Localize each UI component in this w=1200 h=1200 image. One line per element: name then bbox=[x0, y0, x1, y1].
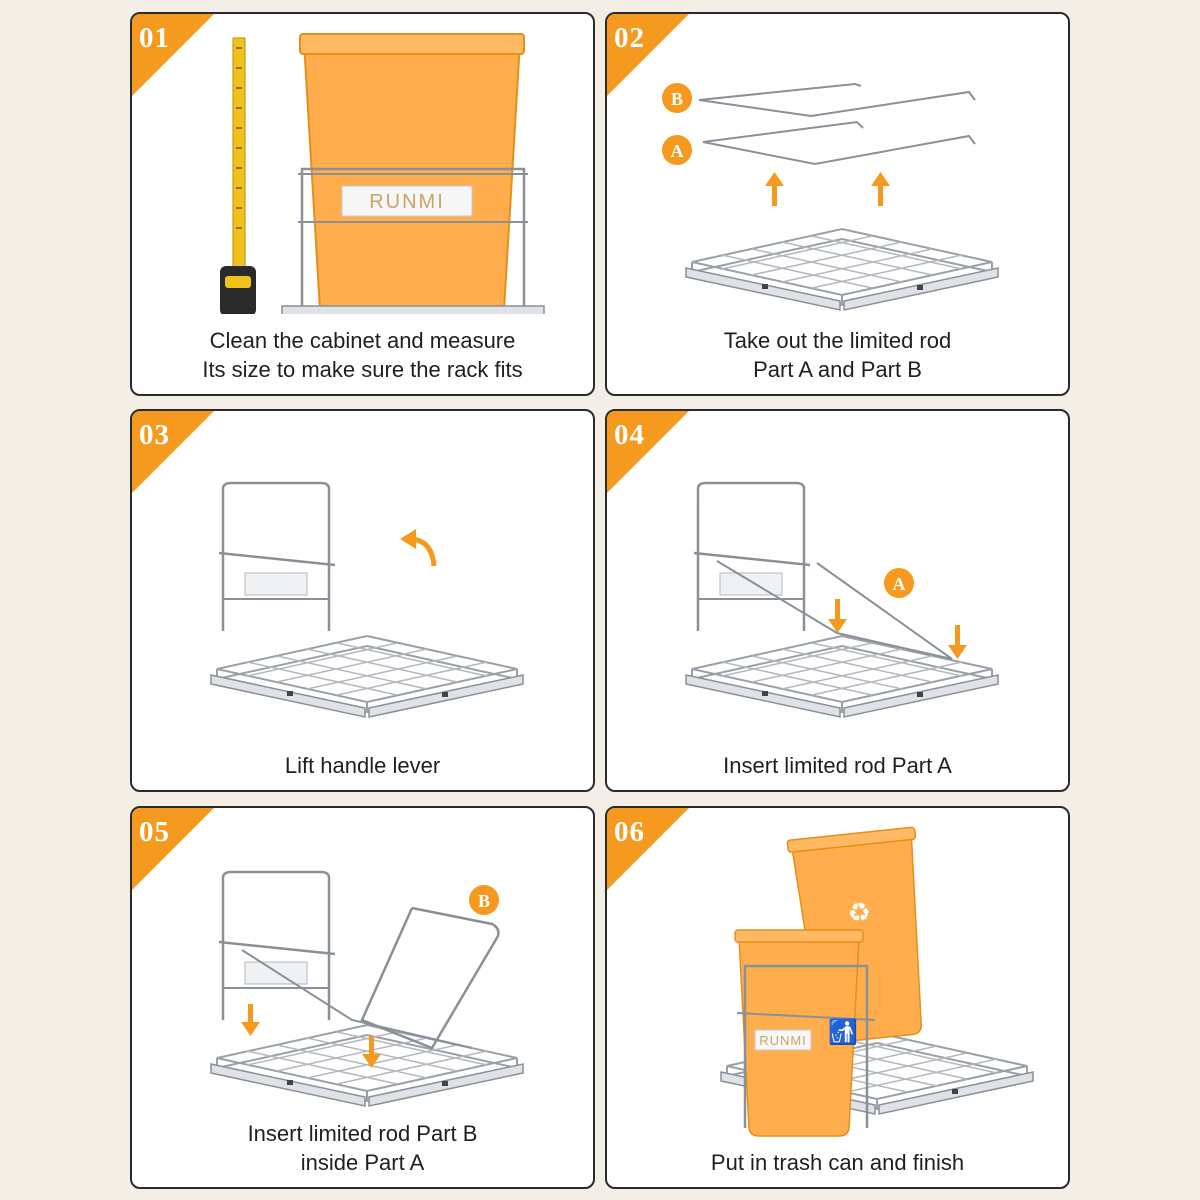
step-caption: Lift handle lever bbox=[132, 751, 593, 780]
rack-with-bin-illustration: RUNMI bbox=[282, 32, 544, 314]
svg-text:B: B bbox=[671, 89, 683, 109]
step-05-panel: 05 B Insert limited rod Part B inside Pa… bbox=[130, 806, 595, 1189]
svg-text:A: A bbox=[671, 141, 684, 161]
caption-line: Put in trash can and finish bbox=[607, 1148, 1068, 1177]
step-04-panel: 04 A Insert limited rod Part A bbox=[605, 409, 1070, 792]
finished-rack-illustration: ♻ RUNMI 🚮 bbox=[607, 808, 1068, 1138]
recycle-icon: ♻ bbox=[846, 896, 872, 928]
arrow-up-icon bbox=[765, 172, 890, 206]
caption-line: Lift handle lever bbox=[132, 751, 593, 780]
insert-rod-a-illustration: A bbox=[607, 411, 1068, 741]
step-caption: Insert limited rod Part B inside Part A bbox=[132, 1119, 593, 1177]
caption-line: Take out the limited rod bbox=[607, 326, 1068, 355]
rod-a bbox=[703, 122, 975, 164]
step-caption: Clean the cabinet and measure Its size t… bbox=[132, 326, 593, 384]
step-caption: Take out the limited rod Part A and Part… bbox=[607, 326, 1068, 384]
insert-rod-b-illustration: B bbox=[132, 808, 593, 1108]
step-caption: Insert limited rod Part A bbox=[607, 751, 1068, 780]
caption-line: Clean the cabinet and measure bbox=[132, 326, 593, 355]
label-b-icon: B bbox=[469, 885, 499, 915]
label-a-icon: A bbox=[662, 135, 692, 165]
rack-illustration bbox=[686, 229, 998, 310]
svg-text:B: B bbox=[478, 891, 490, 911]
brand-logo: RUNMI bbox=[369, 191, 445, 213]
trash-person-icon: 🚮 bbox=[828, 1018, 858, 1046]
svg-text:A: A bbox=[893, 574, 906, 594]
step-01-panel: 01 RUNMI Clean the cabinet and measure I… bbox=[130, 12, 595, 396]
caption-line: Insert limited rod Part A bbox=[607, 751, 1068, 780]
curved-arrow-icon bbox=[400, 529, 434, 566]
rods-illustration: B A bbox=[607, 14, 1068, 314]
caption-line: Insert limited rod Part B bbox=[132, 1119, 593, 1148]
tape-measure-icon bbox=[220, 38, 256, 314]
measure-illustration: RUNMI bbox=[132, 14, 593, 314]
step-caption: Put in trash can and finish bbox=[607, 1148, 1068, 1177]
step-06-panel: 06 ♻ RUNMI 🚮 Put in trash can and finish bbox=[605, 806, 1070, 1189]
brand-logo: RUNMI bbox=[759, 1033, 807, 1048]
step-02-panel: 02 B A Take out the limited rod Part A a… bbox=[605, 12, 1070, 396]
label-a-icon: A bbox=[884, 568, 914, 598]
label-b-icon: B bbox=[662, 83, 692, 113]
caption-line: Its size to make sure the rack fits bbox=[132, 355, 593, 384]
caption-line: inside Part A bbox=[132, 1148, 593, 1177]
lift-lever-illustration bbox=[132, 411, 593, 741]
caption-line: Part A and Part B bbox=[607, 355, 1068, 384]
rod-b bbox=[699, 84, 975, 116]
step-03-panel: 03 Lift handle lever bbox=[130, 409, 595, 792]
